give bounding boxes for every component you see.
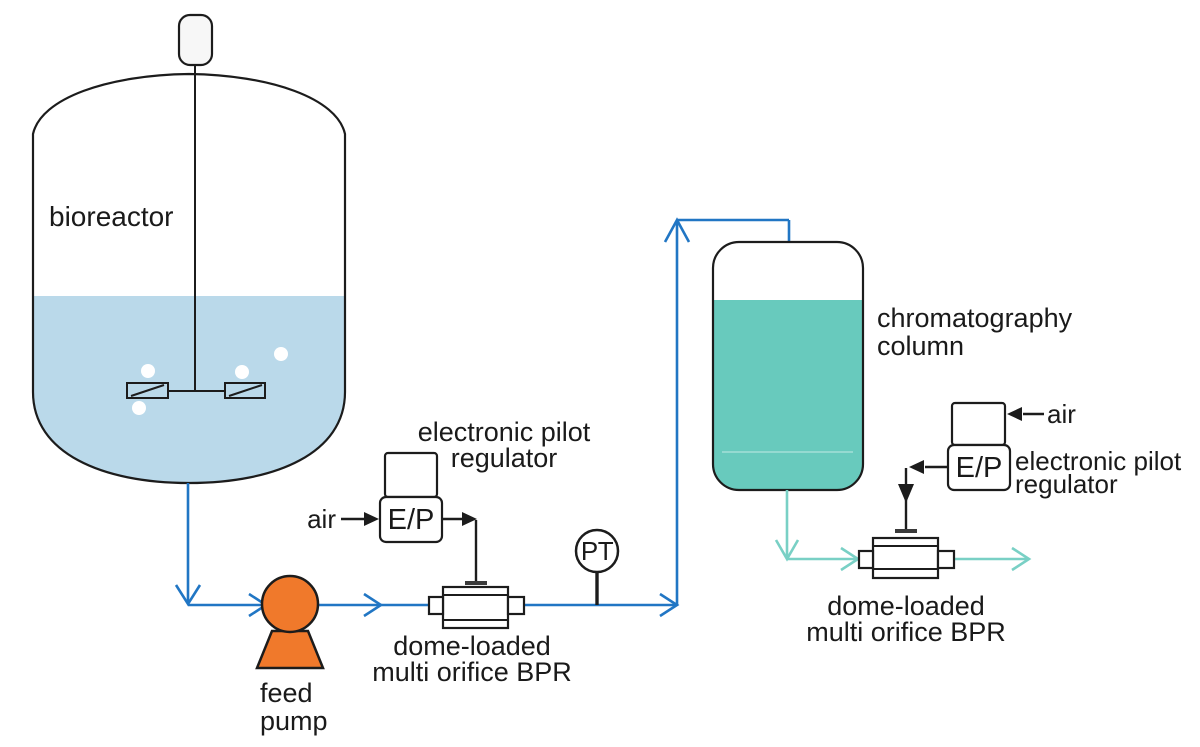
impeller-blade-left-vane (130, 384, 165, 397)
pressure-transmitter-group: PT (574, 528, 620, 605)
ep-regulator-right-group: E/P air electronic pilot regulator (898, 399, 1182, 530)
bpr-right-inlet-port (857, 549, 875, 570)
arrow-left-icon (909, 460, 924, 474)
ep-right-top-box (950, 401, 1007, 447)
bubble (274, 347, 288, 361)
bioreactor-liquid-fill (33, 296, 345, 483)
ep-left-caption-line2: regulator (451, 443, 558, 473)
ep-right-box-label: E/P (956, 452, 1003, 484)
impeller-blade-right-vane (228, 384, 263, 397)
bpr-left-caption-line1: dome-loaded (393, 631, 551, 661)
bpr-right-outlet-port (936, 549, 956, 570)
feed-pump-head (260, 574, 320, 634)
arrow-right-icon (363, 592, 384, 618)
bpr-right-body (871, 536, 940, 580)
stirrer-motor (177, 13, 214, 67)
impeller-blade-right (224, 382, 266, 399)
column-caption-line1: chromatography (877, 303, 1073, 333)
bpr-left-inlet-port (427, 595, 445, 616)
bpr-left-body (441, 585, 510, 630)
arrow-right-icon (1011, 546, 1032, 572)
feed-pump-label-line2: pump (260, 706, 328, 736)
bioreactor-group: bioreactor (31, 13, 347, 485)
ep-right-air-label: air (1047, 399, 1076, 429)
column-resin-fill (713, 300, 863, 490)
bpr-right-dome-stub (895, 529, 917, 533)
bpr-left-dome-stub (465, 581, 487, 585)
ep-left-top-box (383, 451, 439, 499)
bubble (235, 365, 249, 379)
chromatography-column-group: chromatography column (711, 240, 1073, 492)
ep-regulator-left-group: E/P air electronic pilot regulator (307, 417, 591, 582)
arrow-left-icon (1007, 407, 1022, 421)
ep-left-caption-line1: electronic pilot (418, 417, 591, 447)
ep-right-caption-line2: regulator (1015, 469, 1118, 499)
bpr-right-caption-line1: dome-loaded (827, 591, 985, 621)
bioreactor-label: bioreactor (49, 201, 174, 232)
ep-right-caption-line1: electronic pilot (1015, 446, 1182, 476)
bpr-right-caption-line2: multi orifice BPR (806, 617, 1006, 647)
arrow-right-icon (364, 512, 379, 526)
pt-circle (574, 528, 620, 574)
bpr-right-group: dome-loaded multi orifice BPR (806, 529, 1006, 647)
bpr-left-caption-line2: multi orifice BPR (372, 657, 572, 687)
feed-pump-label-line1: feed (260, 678, 313, 708)
feed-pump-group: feed pump (255, 574, 328, 736)
bioreactor-vessel-outline (31, 72, 347, 485)
ep-left-box-label: E/P (388, 504, 435, 536)
ep-left-air-label: air (307, 504, 336, 534)
bpr-left-outlet-port (506, 595, 526, 616)
arrow-right-icon (462, 512, 477, 526)
bubble (132, 401, 146, 415)
bpr-left-group: dome-loaded multi orifice BPR (372, 581, 572, 687)
impeller-blade-left (126, 382, 169, 399)
bubble (141, 364, 155, 378)
arrow-down-icon (898, 484, 914, 503)
column-caption-line2: column (877, 331, 964, 361)
pt-label: PT (581, 536, 614, 566)
feed-pump-base (255, 629, 325, 670)
